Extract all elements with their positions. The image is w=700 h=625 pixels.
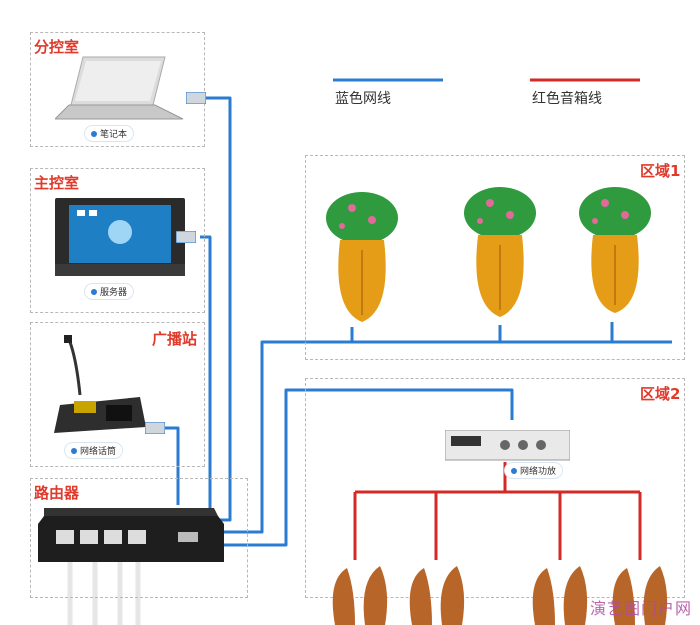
cable-router-amp	[222, 388, 514, 547]
server-label: 服务器	[85, 284, 134, 299]
router-icon	[38, 508, 224, 562]
cable-laptop-router	[205, 96, 232, 522]
squirrel-speaker-icon	[332, 566, 388, 625]
amplifier-label: 网络功放	[505, 463, 563, 478]
legend-red-label: 红色音箱线	[532, 91, 602, 107]
zone2-box	[305, 378, 685, 598]
router-box	[30, 478, 248, 598]
main-control-room-title: 主控室	[34, 174, 80, 192]
network-amplifier-icon	[445, 430, 570, 461]
laptop-label: 笔记本	[85, 126, 134, 141]
squirrel-speaker-icon	[612, 566, 668, 625]
squirrel-speaker-icon	[532, 566, 588, 625]
mushroom-speaker-icon	[464, 187, 536, 317]
microphone-label: 网络话筒	[65, 443, 123, 458]
main-control-room-box	[30, 168, 205, 313]
watermark: 演艺图门户网	[589, 599, 692, 618]
red-speaker-cables	[353, 462, 642, 560]
blue-network-cables	[165, 96, 672, 547]
squirrel-speaker-icon	[409, 566, 465, 625]
legend-blue-label: 蓝色网线	[335, 91, 391, 107]
rj45-plug-icon	[176, 231, 196, 243]
microphone-icon	[54, 335, 146, 433]
zone1-box	[305, 155, 685, 360]
rj45-plug-icon	[186, 92, 206, 104]
router-title: 路由器	[34, 484, 80, 502]
mushroom-speaker-icon	[579, 187, 651, 313]
server-icon	[55, 198, 185, 276]
rj45-plug-icon	[145, 422, 165, 434]
zone1-title: 区域1	[640, 162, 681, 180]
mushroom-speaker-icon	[326, 192, 398, 322]
sub-control-room-title: 分控室	[34, 38, 80, 56]
cable-mic-router	[165, 426, 180, 505]
sub-control-room-box	[30, 32, 205, 147]
broadcast-station-title: 广播站	[152, 330, 198, 348]
cable-router-zone1	[218, 340, 672, 534]
broadcast-station-box	[30, 322, 205, 467]
laptop-icon	[55, 56, 184, 120]
zone2-title: 区域2	[640, 385, 681, 403]
